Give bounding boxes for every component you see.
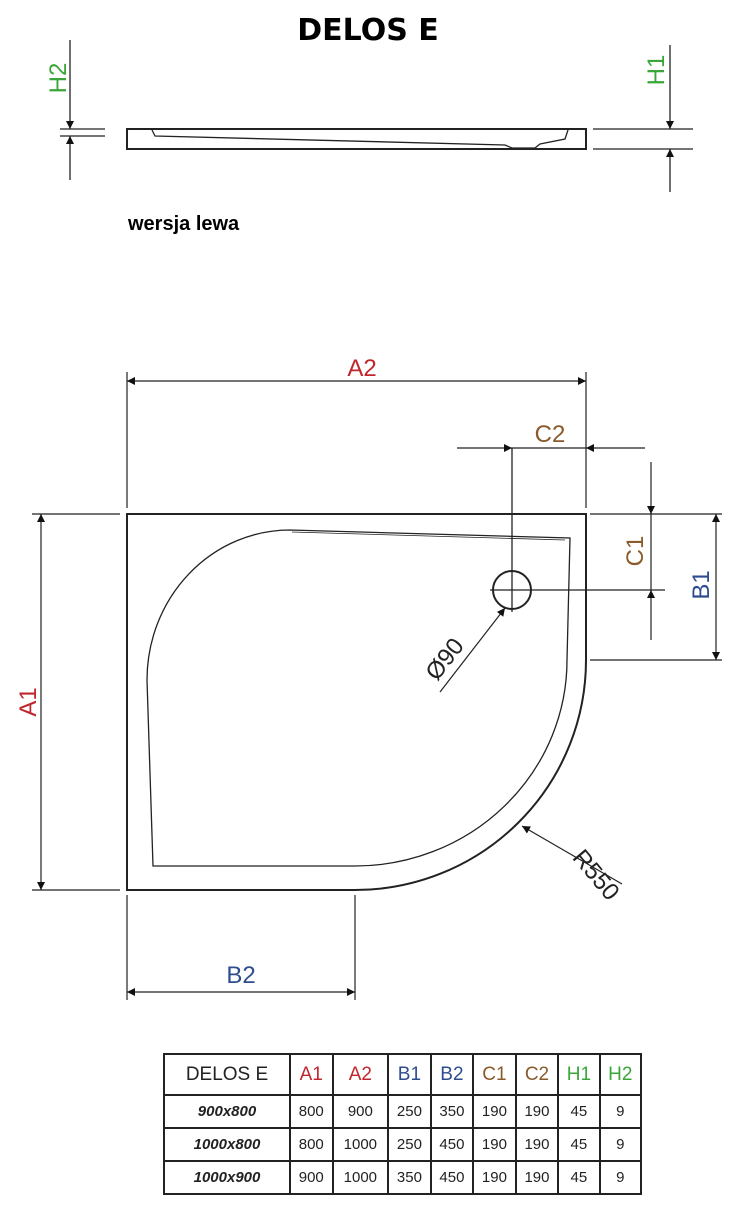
dimension-lines — [32, 372, 722, 1000]
a2-label: A2 — [347, 355, 376, 382]
table-cell: 190 — [514, 1160, 560, 1195]
table-header-b1: B1 — [387, 1053, 432, 1096]
table-cell: 190 — [514, 1127, 560, 1162]
table-cell-model: 1000x800 — [163, 1127, 291, 1162]
table-cell: 800 — [289, 1127, 334, 1162]
table-cell: 9 — [598, 1160, 643, 1195]
table-cell-model: 900x800 — [163, 1094, 291, 1129]
side-view — [60, 40, 693, 192]
table-cell: 190 — [472, 1160, 517, 1195]
table-cell-model: 1000x900 — [163, 1160, 291, 1195]
drain — [490, 448, 665, 612]
radius-label: R550 — [567, 845, 625, 906]
table-cell: 45 — [557, 1094, 601, 1129]
table-header-c2: C2 — [514, 1053, 560, 1096]
table-cell: 250 — [387, 1127, 432, 1162]
h2-label: H2 — [45, 63, 72, 94]
table-header-a1: A1 — [289, 1053, 334, 1096]
table-cell: 45 — [557, 1127, 601, 1162]
b1-label: B1 — [688, 570, 715, 599]
table-cell: 250 — [387, 1094, 432, 1129]
table-header-h1: H1 — [557, 1053, 601, 1096]
table-cell: 900 — [289, 1160, 334, 1195]
table-cell: 1000 — [331, 1160, 390, 1195]
b2-label: B2 — [226, 962, 255, 989]
table-cell: 190 — [472, 1127, 517, 1162]
table-cell: 350 — [429, 1094, 475, 1129]
c1-label: C1 — [622, 536, 649, 567]
table-cell: 900 — [331, 1094, 390, 1129]
table-cell: 800 — [289, 1094, 334, 1129]
table-header-h2: H2 — [598, 1053, 643, 1096]
drawing-title: DELOS E — [297, 13, 439, 48]
a1-label: A1 — [15, 687, 42, 716]
h1-label: H1 — [643, 55, 670, 86]
table-header-a2: A2 — [331, 1053, 390, 1096]
table-cell: 450 — [429, 1127, 475, 1162]
table-model-header: DELOS E — [163, 1053, 291, 1096]
table-header-c1: C1 — [472, 1053, 517, 1096]
version-label: wersja lewa — [127, 213, 240, 235]
table-cell: 190 — [472, 1094, 517, 1129]
c2-label: C2 — [535, 421, 566, 448]
table-cell: 9 — [598, 1127, 643, 1162]
table-cell: 450 — [429, 1160, 475, 1195]
table-cell: 45 — [557, 1160, 601, 1195]
tray-outline — [126, 513, 587, 891]
table-cell: 9 — [598, 1094, 643, 1129]
table-header-b2: B2 — [429, 1053, 475, 1096]
drain-diameter-label: Ø90 — [420, 633, 469, 685]
table-cell: 190 — [514, 1094, 560, 1129]
table-cell: 350 — [387, 1160, 432, 1195]
table-cell: 1000 — [331, 1127, 390, 1162]
